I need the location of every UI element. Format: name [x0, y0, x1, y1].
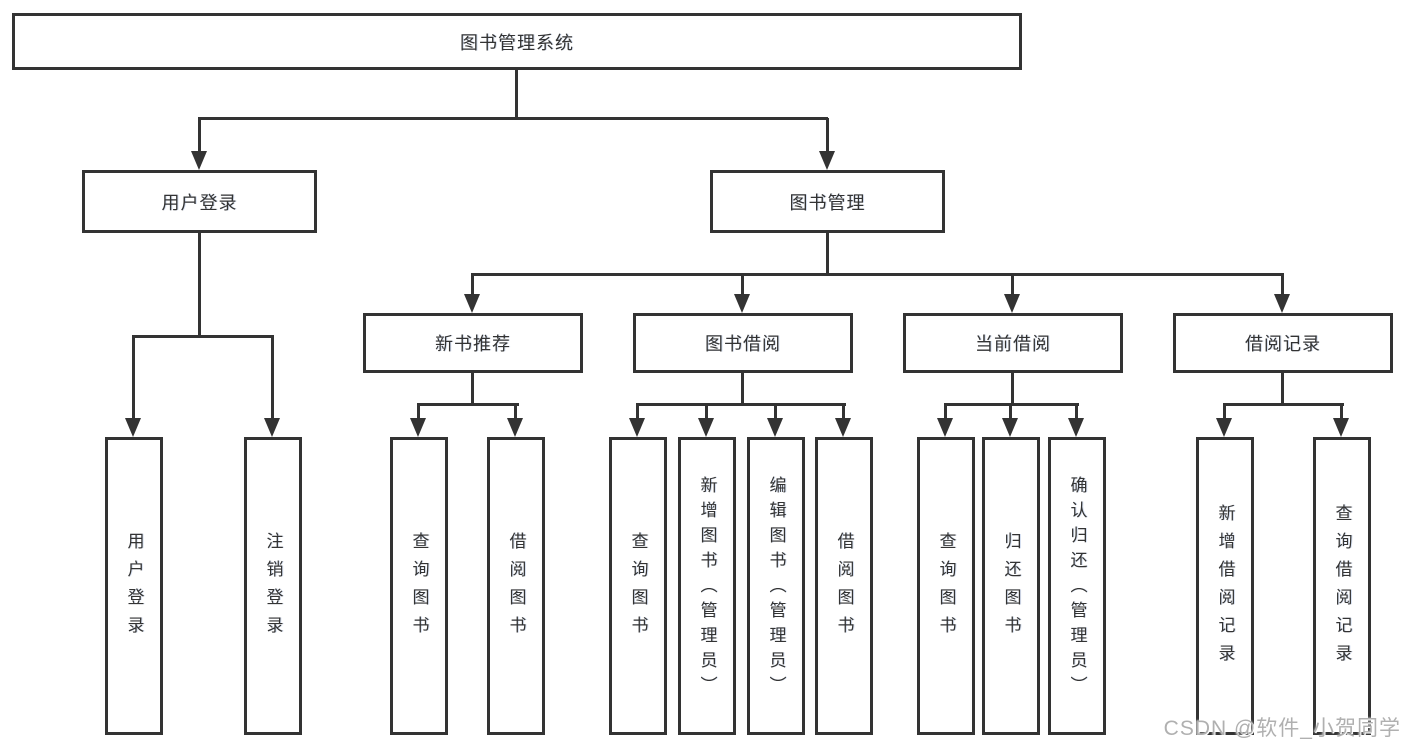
leaf-query-books-borrow: 查询图书: [609, 437, 667, 735]
arrow-down-icon: [937, 418, 953, 437]
connector-line: [705, 403, 708, 420]
leaf-borrow-books-borrow-label: 借阅图书: [834, 532, 854, 644]
connector-line: [1223, 403, 1344, 406]
node-book-management: 图书管理: [710, 170, 945, 233]
leaf-add-borrow-record: 新增借阅记录: [1196, 437, 1254, 735]
connector-line: [636, 403, 639, 420]
leaf-edit-book-admin-label: 编辑图书（管理员）: [766, 475, 786, 701]
leaf-borrow-books-recommend-label: 借阅图书: [506, 532, 526, 644]
connector-line: [636, 403, 846, 406]
node-library-system-label: 图书管理系统: [460, 32, 574, 53]
leaf-query-books-recommend-label: 查询图书: [409, 532, 429, 644]
leaf-query-books-borrow-label: 查询图书: [628, 532, 648, 644]
connector-line: [1011, 273, 1014, 296]
leaf-confirm-return-admin-label: 确认归还（管理员）: [1067, 475, 1087, 701]
leaf-add-book-admin: 新增图书（管理员）: [678, 437, 736, 735]
connector-line: [417, 403, 420, 420]
leaf-query-books-recommend: 查询图书: [390, 437, 448, 735]
connector-line: [842, 403, 845, 420]
arrow-down-icon: [1216, 418, 1232, 437]
node-user-login-label: 用户登录: [161, 192, 238, 213]
node-borrow-records-label: 借阅记录: [1245, 334, 1321, 354]
node-book-management-label: 图书管理: [789, 192, 866, 213]
leaf-edit-book-admin: 编辑图书（管理员）: [747, 437, 805, 735]
arrow-down-icon: [1002, 418, 1018, 437]
connector-line: [417, 403, 519, 406]
leaf-return-books-label: 归还图书: [1001, 532, 1021, 644]
connector-line: [198, 233, 201, 336]
connector-line: [471, 373, 474, 406]
arrow-down-icon: [767, 418, 783, 437]
connector-line: [515, 70, 518, 118]
arrow-down-icon: [629, 418, 645, 437]
node-new-book-recommend: 新书推荐: [363, 313, 583, 373]
connector-line: [1281, 373, 1284, 406]
connector-line: [271, 335, 274, 420]
node-new-book-recommend-label: 新书推荐: [435, 334, 511, 354]
arrow-down-icon: [1274, 294, 1290, 313]
arrow-down-icon: [264, 418, 280, 437]
connector-line: [1223, 403, 1226, 420]
connector-line: [198, 118, 201, 152]
arrow-down-icon: [410, 418, 426, 437]
connector-line: [1011, 373, 1014, 406]
leaf-user-login: 用户登录: [105, 437, 163, 735]
connector-line: [741, 273, 744, 296]
arrow-down-icon: [819, 151, 835, 170]
leaf-borrow-books-borrow: 借阅图书: [815, 437, 873, 735]
arrow-down-icon: [464, 294, 480, 313]
connector-line: [132, 335, 274, 338]
connector-line: [514, 403, 517, 420]
connector-line: [826, 118, 829, 152]
node-current-borrow-label: 当前借阅: [975, 334, 1051, 354]
connector-line: [741, 373, 744, 406]
arrow-down-icon: [125, 418, 141, 437]
node-book-borrow-label: 图书借阅: [705, 334, 781, 354]
connector-line: [132, 335, 135, 420]
connector-line: [471, 273, 474, 296]
leaf-logout: 注销登录: [244, 437, 302, 735]
node-user-login: 用户登录: [82, 170, 317, 233]
arrow-down-icon: [698, 418, 714, 437]
connector-line: [944, 403, 947, 420]
leaf-add-borrow-record-label: 新增借阅记录: [1215, 504, 1235, 672]
leaf-query-borrow-record-label: 查询借阅记录: [1332, 504, 1352, 672]
arrow-down-icon: [507, 418, 523, 437]
leaf-query-borrow-record: 查询借阅记录: [1313, 437, 1371, 735]
leaf-user-login-label: 用户登录: [124, 532, 144, 644]
arrow-down-icon: [835, 418, 851, 437]
leaf-query-books-current-label: 查询图书: [936, 532, 956, 644]
csdn-watermark: CSDN @软件_小贺同学: [1163, 717, 1401, 740]
leaf-borrow-books-recommend: 借阅图书: [487, 437, 545, 735]
leaf-query-books-current: 查询图书: [917, 437, 975, 735]
arrow-down-icon: [1004, 294, 1020, 313]
arrow-down-icon: [191, 151, 207, 170]
arrow-down-icon: [734, 294, 750, 313]
connector-line: [826, 233, 829, 276]
arrow-down-icon: [1068, 418, 1084, 437]
connector-line: [198, 117, 828, 120]
node-current-borrow: 当前借阅: [903, 313, 1123, 373]
leaf-logout-label: 注销登录: [263, 532, 283, 644]
node-borrow-records: 借阅记录: [1173, 313, 1393, 373]
connector-line: [1075, 403, 1078, 420]
leaf-return-books: 归还图书: [982, 437, 1040, 735]
connector-line: [1281, 273, 1284, 296]
node-book-borrow: 图书借阅: [633, 313, 853, 373]
node-library-system: 图书管理系统: [12, 13, 1022, 70]
connector-line: [1009, 403, 1012, 420]
leaf-confirm-return-admin: 确认归还（管理员）: [1048, 437, 1106, 735]
arrow-down-icon: [1333, 418, 1349, 437]
leaf-add-book-admin-label: 新增图书（管理员）: [697, 475, 717, 701]
connector-line: [1340, 403, 1343, 420]
connector-line: [774, 403, 777, 420]
connector-line: [471, 273, 1284, 276]
